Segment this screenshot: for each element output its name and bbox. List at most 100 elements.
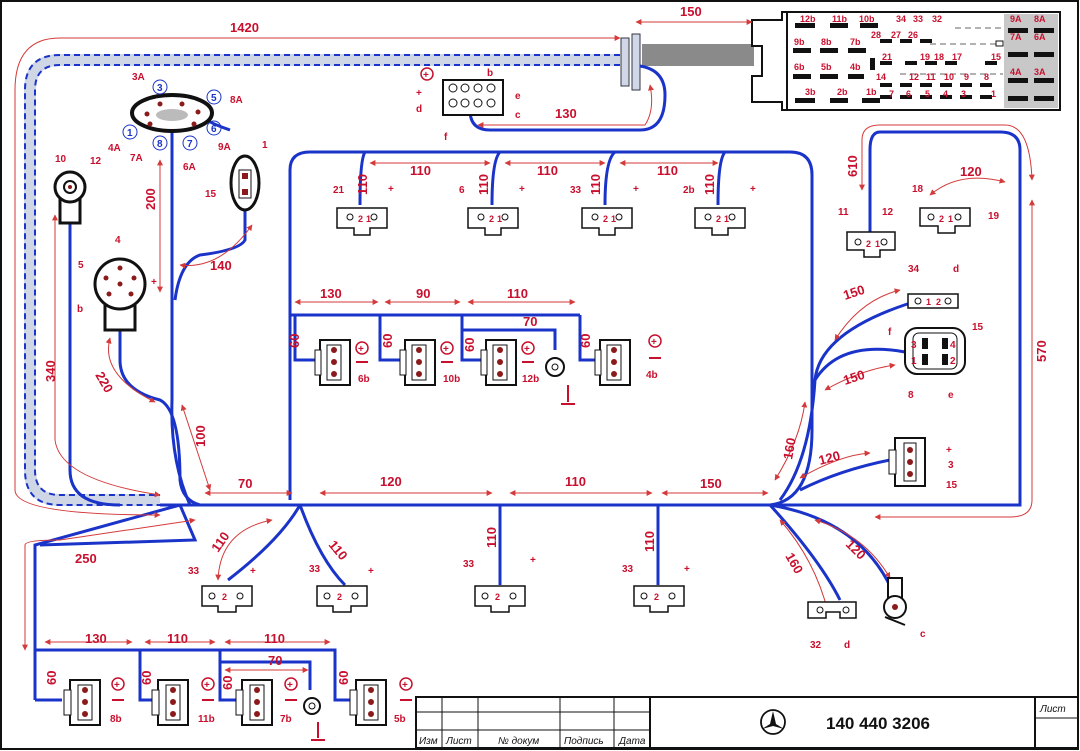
- dim-110-branch: 110: [326, 537, 351, 563]
- dim-60: 60: [578, 334, 593, 348]
- svg-text:1: 1: [926, 297, 931, 307]
- relay-pin-1: 1: [911, 356, 917, 367]
- title-col-sign: Подпись: [564, 736, 604, 747]
- dim-110: 110: [657, 163, 678, 178]
- dim-110-branch: 110: [484, 527, 499, 548]
- svg-text:2: 2: [603, 214, 608, 224]
- oval-2pin-connector: [229, 154, 261, 212]
- svg-text:2: 2: [939, 214, 944, 224]
- dim-110-vertical: 110: [588, 174, 603, 195]
- circled-pin-5: 5: [211, 93, 217, 104]
- label-d: d: [953, 264, 959, 275]
- label-c: c: [515, 110, 521, 121]
- dim-110: 110: [167, 631, 188, 646]
- dim-610: 610: [845, 155, 860, 177]
- label-3: 3: [948, 460, 954, 471]
- t-connector-2pin: 2: [474, 585, 526, 613]
- svg-text:2: 2: [222, 592, 227, 602]
- dim-60: 60: [380, 334, 395, 348]
- label-12b: 12b: [522, 374, 539, 385]
- circled-pin-7: 7: [187, 139, 193, 150]
- dim-60: 60: [139, 671, 154, 685]
- label-7a: 7A: [130, 153, 143, 164]
- ecu-pin: 21: [882, 52, 892, 62]
- label-plus: +: [750, 184, 756, 195]
- label-33: 33: [570, 185, 582, 196]
- label-plus: +: [151, 277, 157, 288]
- ecu-pin: 4b: [850, 62, 861, 72]
- t-connector-2pin: 2: [201, 585, 253, 613]
- dim-60: 60: [287, 334, 302, 348]
- ecu-pin: 14: [876, 72, 886, 82]
- label-2b: 2b: [683, 185, 695, 196]
- ecu-pin: 17: [952, 52, 962, 62]
- title-col-izm: Изм: [419, 736, 438, 747]
- svg-text:+: +: [114, 680, 120, 691]
- label-3a: 3A: [132, 72, 145, 83]
- ecu-pin: 7A: [1010, 32, 1022, 42]
- label-plus: +: [684, 564, 690, 575]
- svg-text:1: 1: [948, 214, 953, 224]
- ecu-pin: 1: [991, 89, 996, 99]
- ecu-pin: 9A: [1010, 14, 1022, 24]
- svg-text:+: +: [402, 680, 408, 691]
- dim-130: 130: [85, 631, 107, 646]
- label-33: 33: [188, 566, 200, 577]
- svg-text:1: 1: [366, 214, 371, 224]
- dim-150-top: 150: [680, 4, 702, 19]
- dim-110: 110: [410, 163, 431, 178]
- svg-text:2: 2: [337, 592, 342, 602]
- ecu-pin: 33: [913, 14, 923, 24]
- relay-pin-3: 3: [911, 340, 917, 351]
- circled-pin-3: 3: [157, 83, 163, 94]
- dim-130-mid: 130: [555, 106, 577, 121]
- label-d: d: [844, 640, 850, 651]
- dim-110-vertical: 110: [476, 174, 491, 195]
- ecu-pin: 8A: [1034, 14, 1046, 24]
- ecu-pin: 12: [909, 72, 919, 82]
- label-c: c: [920, 629, 926, 640]
- label-33: 33: [463, 559, 475, 570]
- svg-text:+: +: [443, 344, 449, 355]
- injector-connector: +: [594, 334, 662, 386]
- t-connector-2pin: 2: [316, 585, 368, 613]
- svg-text:+: +: [358, 344, 364, 355]
- ground-ring-terminal: [545, 357, 575, 405]
- label-6b: 6b: [358, 374, 370, 385]
- dim-110: 110: [537, 163, 558, 178]
- label-7b: 7b: [280, 714, 292, 725]
- injector-connector: +: [63, 677, 125, 726]
- label-8b: 8b: [110, 714, 122, 725]
- circled-pin-8: 8: [157, 139, 163, 150]
- title-block: [415, 696, 1079, 749]
- label-8a: 8A: [230, 95, 243, 106]
- ecu-pin: 3A: [1034, 67, 1046, 77]
- dim-200: 200: [143, 188, 158, 210]
- label-d: d: [416, 104, 422, 115]
- label-plus: +: [388, 184, 394, 195]
- svg-text:1: 1: [611, 214, 616, 224]
- dim-1420: 1420: [230, 20, 259, 35]
- ecu-pin: 10: [944, 72, 954, 82]
- dim-150: 150: [700, 476, 722, 491]
- injector-connector: +: [399, 339, 454, 386]
- dim-100: 100: [193, 425, 208, 447]
- dim-60: 60: [220, 676, 235, 690]
- svg-text:2: 2: [495, 592, 500, 602]
- connector-oval-9pin: [122, 79, 222, 151]
- ecu-pin: 4A: [1010, 67, 1022, 77]
- injector-connector: +: [235, 677, 298, 726]
- dim-130: 130: [320, 286, 342, 301]
- ecu-pin: 7: [889, 89, 894, 99]
- label-e: e: [515, 91, 521, 102]
- ecu-pin: 10b: [859, 14, 875, 24]
- ecu-pin: 6A: [1034, 32, 1046, 42]
- dim-110: 110: [507, 286, 528, 301]
- label-21: 21: [333, 185, 345, 196]
- label-plus: +: [423, 70, 429, 81]
- t-connector-2pin: [807, 601, 857, 619]
- circled-pin-6: 6: [211, 124, 217, 135]
